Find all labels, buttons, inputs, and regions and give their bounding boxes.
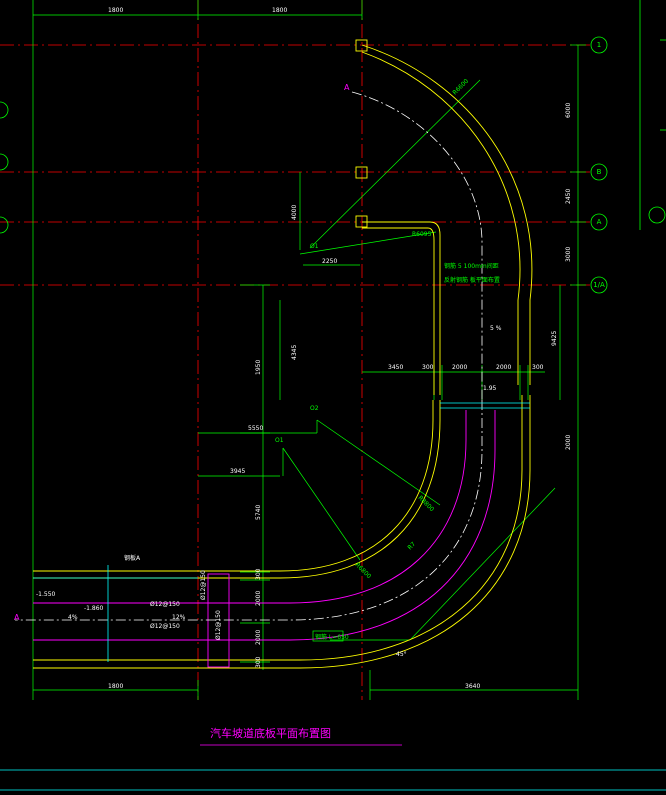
- label-level-mid: -1.860: [84, 605, 104, 612]
- dim-mid-1: 3450: [388, 364, 403, 371]
- dim-right-5: 2000: [565, 435, 572, 450]
- dim-top-left: 1800: [108, 7, 123, 14]
- label-rebar-2: Ø12@150: [150, 623, 180, 630]
- dim-4000: 4000: [291, 205, 298, 220]
- rebar-lines: [33, 410, 496, 668]
- dim-5550: 5550: [248, 425, 263, 432]
- dim-mid-4: 2000: [496, 364, 511, 371]
- section-bands: [0, 402, 666, 791]
- dim-left-6: 2000: [255, 630, 262, 645]
- axis-label-b: B: [597, 168, 602, 176]
- label-note-1: 钢筋 5 100mm间距: [444, 262, 499, 270]
- axis-label-1: 1: [597, 41, 601, 49]
- axis-label-a: A: [597, 218, 602, 226]
- section-mark-left: A: [14, 613, 20, 622]
- dim-left-4: 300: [255, 568, 262, 580]
- label-o1-top: O1: [310, 243, 319, 250]
- label-radius-outer: R7: [406, 541, 417, 552]
- dimension-lines: [32, 0, 586, 700]
- label-rebar-1: Ø12@150: [150, 601, 180, 608]
- dim-3945: 3945: [230, 468, 245, 475]
- label-angle: 45°: [396, 651, 407, 658]
- label-radius-top: R6600: [451, 78, 470, 97]
- dim-bottom-right: 3640: [465, 683, 480, 690]
- label-o1-bottom: O1: [275, 437, 284, 444]
- label-radius-lower2: R6800: [354, 561, 373, 580]
- label-slope-mid: 12%: [172, 614, 186, 621]
- dim-left-3: 5740: [255, 505, 262, 520]
- label-slope-mark: 1.95: [483, 385, 497, 392]
- centerlines: [15, 91, 483, 621]
- dim-right-3: 3000: [565, 247, 572, 262]
- label-level-left: -1.550: [36, 591, 56, 598]
- dim-right-1: 6000: [565, 103, 572, 118]
- label-note-2: 反射钢筋 板平面布置: [444, 276, 500, 284]
- label-radius-lower1: R8800: [417, 494, 436, 513]
- dim-mid-5: 300: [532, 364, 544, 371]
- axis-grid: [0, 0, 590, 700]
- ramp-walls: [33, 39, 533, 669]
- dim-2250: 2250: [322, 258, 337, 265]
- dim-bottom-left: 1800: [108, 683, 123, 690]
- dim-left-2: 4345: [291, 345, 298, 360]
- right-edge-marks: [639, 0, 666, 230]
- label-o2: O2: [310, 405, 319, 412]
- dim-right-2: 2450: [565, 189, 572, 204]
- axis-bubbles: [0, 36, 666, 294]
- box-label: 钢筋 L=650: [315, 633, 349, 641]
- label-radius-small: R6095: [412, 231, 432, 238]
- box-label-frame: [312, 630, 344, 642]
- label-slope-left: 4%: [68, 614, 78, 621]
- dim-left-5: 2000: [255, 591, 262, 606]
- dim-right-4: 9425: [551, 331, 558, 346]
- drawing-title: 汽车坡道底板平面布置图: [210, 726, 331, 740]
- dim-left-7: 300: [255, 656, 262, 668]
- dim-mid-3: 2000: [452, 364, 467, 371]
- axis-label-1a: 1/A: [593, 281, 605, 289]
- label-slope: 5 %: [490, 325, 502, 332]
- dim-mid-2: 300: [422, 364, 434, 371]
- dim-top-right: 1800: [272, 7, 287, 14]
- label-mark-left: 钢板A: [124, 554, 141, 562]
- dim-left-1: 1950: [255, 360, 262, 375]
- label-rebar-3: Ø12@150: [200, 570, 207, 600]
- label-rebar-4: Ø12@150: [215, 610, 222, 640]
- section-mark-top: A: [344, 83, 350, 92]
